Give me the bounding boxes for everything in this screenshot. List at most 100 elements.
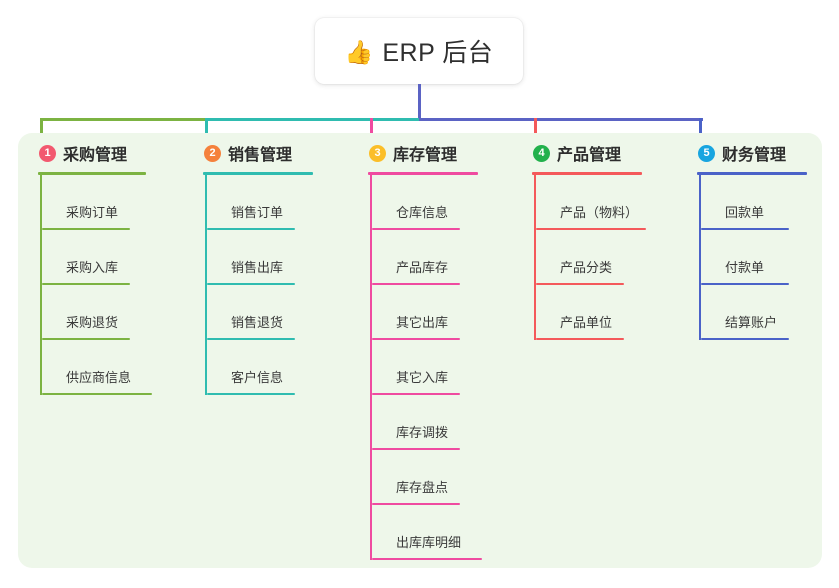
branch-header-1[interactable]: 1 采购管理 xyxy=(38,141,188,165)
bus-segment-3 xyxy=(419,118,538,121)
branch-item-underline xyxy=(372,448,460,450)
branch-underline xyxy=(203,172,313,175)
branch-item[interactable]: 供应商信息 xyxy=(40,340,188,395)
branch-stem-line xyxy=(370,175,372,560)
branch-column-1: 1 采购管理采购订单采购入库采购退货供应商信息 xyxy=(38,141,188,395)
branch-item-label: 销售出库 xyxy=(231,260,284,275)
branch-item[interactable]: 结算账户 xyxy=(699,285,837,340)
branch-header-2[interactable]: 2 销售管理 xyxy=(203,141,351,165)
branch-item-label: 库存调拨 xyxy=(396,425,449,440)
root-node-title: ERP 后台 xyxy=(382,39,494,67)
branch-underline xyxy=(368,172,478,175)
branch-column-3: 3 库存管理仓库信息产品库存其它出库其它入库库存调拨库存盘点出库库明细 xyxy=(368,141,516,560)
branch-item[interactable]: 采购订单 xyxy=(40,175,188,230)
branch-item-label: 销售退货 xyxy=(231,315,284,330)
branch-item-label: 库存盘点 xyxy=(396,480,449,495)
branch-item-underline xyxy=(207,338,295,340)
branch-item-label: 采购退货 xyxy=(66,315,119,330)
branch-item-label: 采购订单 xyxy=(66,205,119,220)
branch-item-label: 其它出库 xyxy=(396,315,449,330)
bus-segment-1 xyxy=(41,118,209,121)
branch-number-badge: 3 xyxy=(369,144,386,162)
branch-item-underline xyxy=(42,283,130,285)
branch-item-list: 仓库信息产品库存其它出库其它入库库存调拨库存盘点出库库明细 xyxy=(368,175,516,560)
branch-stem-line xyxy=(205,175,207,395)
branch-underline xyxy=(38,172,146,175)
branch-item-list: 产品（物料） 产品分类产品单位 xyxy=(532,175,680,340)
branch-item[interactable]: 采购退货 xyxy=(40,285,188,340)
branch-item[interactable]: 产品单位 xyxy=(534,285,680,340)
branch-item-underline xyxy=(207,283,295,285)
branch-item-underline xyxy=(701,283,789,285)
branch-item[interactable]: 产品（物料） xyxy=(534,175,680,230)
branch-item[interactable]: 库存盘点 xyxy=(370,450,516,505)
branch-item-label: 付款单 xyxy=(725,260,765,275)
branch-column-4: 4 产品管理产品（物料） 产品分类产品单位 xyxy=(532,141,680,340)
branch-stem-line xyxy=(534,175,536,340)
branch-item-underline xyxy=(207,393,295,395)
bus-segment-4 xyxy=(535,118,703,121)
branch-item-underline xyxy=(372,558,482,560)
branch-item-underline xyxy=(372,228,460,230)
branch-item-underline xyxy=(701,228,789,230)
branch-number-badge: 2 xyxy=(204,144,221,162)
branch-item[interactable]: 其它出库 xyxy=(370,285,516,340)
branch-item-underline xyxy=(372,393,460,395)
branch-item[interactable]: 回款单 xyxy=(699,175,837,230)
branch-item-label: 客户信息 xyxy=(231,370,284,385)
branch-header-5[interactable]: 5 财务管理 xyxy=(697,141,837,165)
branch-item[interactable]: 其它入库 xyxy=(370,340,516,395)
branch-item-underline xyxy=(372,503,460,505)
branch-item-label: 产品（物料） xyxy=(560,205,639,220)
branch-item-underline xyxy=(536,338,624,340)
branch-item[interactable]: 库存调拨 xyxy=(370,395,516,450)
branch-header-4[interactable]: 4 产品管理 xyxy=(532,141,680,165)
branch-title: 销售管理 xyxy=(228,147,293,164)
branch-item-underline xyxy=(42,228,130,230)
branch-item[interactable]: 采购入库 xyxy=(40,230,188,285)
branch-item-label: 出库库明细 xyxy=(396,535,462,550)
branch-item-label: 产品单位 xyxy=(560,315,613,330)
branch-item-label: 其它入库 xyxy=(396,370,449,385)
branch-item-list: 采购订单采购入库采购退货供应商信息 xyxy=(38,175,188,395)
branch-title: 库存管理 xyxy=(393,147,458,164)
branch-header-3[interactable]: 3 库存管理 xyxy=(368,141,516,165)
branch-item[interactable]: 客户信息 xyxy=(205,340,351,395)
branch-item-underline xyxy=(372,338,460,340)
branch-item-label: 产品分类 xyxy=(560,260,613,275)
branch-item-label: 产品库存 xyxy=(396,260,449,275)
branch-number-badge: 5 xyxy=(698,144,715,162)
branch-number-badge: 4 xyxy=(533,144,550,162)
branch-item[interactable]: 产品库存 xyxy=(370,230,516,285)
root-trunk-line xyxy=(418,84,421,121)
root-node-card[interactable]: 👍 ERP 后台 xyxy=(315,18,523,84)
branch-item[interactable]: 付款单 xyxy=(699,230,837,285)
branch-stem-line xyxy=(40,175,42,395)
branch-item-underline xyxy=(536,228,646,230)
branch-item-label: 仓库信息 xyxy=(396,205,449,220)
branch-item[interactable]: 出库库明细 xyxy=(370,505,516,560)
branch-item-underline xyxy=(536,283,624,285)
branch-title: 采购管理 xyxy=(63,147,128,164)
branch-column-2: 2 销售管理销售订单销售出库销售退货客户信息 xyxy=(203,141,351,395)
branch-item-label: 回款单 xyxy=(725,205,765,220)
branch-item[interactable]: 销售出库 xyxy=(205,230,351,285)
bus-segment-2 xyxy=(206,118,422,121)
branch-underline xyxy=(697,172,807,175)
branch-number-badge: 1 xyxy=(39,144,56,162)
branch-item-underline xyxy=(372,283,460,285)
branches-panel xyxy=(18,133,822,568)
branch-item-label: 结算账户 xyxy=(725,315,778,330)
branch-item[interactable]: 仓库信息 xyxy=(370,175,516,230)
branch-item-label: 销售订单 xyxy=(231,205,284,220)
branch-title: 产品管理 xyxy=(557,147,622,164)
branch-item[interactable]: 销售退货 xyxy=(205,285,351,340)
branch-column-5: 5 财务管理回款单付款单结算账户 xyxy=(697,141,837,340)
branch-item-list: 回款单付款单结算账户 xyxy=(697,175,837,340)
branch-underline xyxy=(532,172,642,175)
branch-item-label: 采购入库 xyxy=(66,260,119,275)
branch-item[interactable]: 产品分类 xyxy=(534,230,680,285)
branch-title: 财务管理 xyxy=(722,147,787,164)
branch-item[interactable]: 销售订单 xyxy=(205,175,351,230)
branch-item-label: 供应商信息 xyxy=(66,370,132,385)
